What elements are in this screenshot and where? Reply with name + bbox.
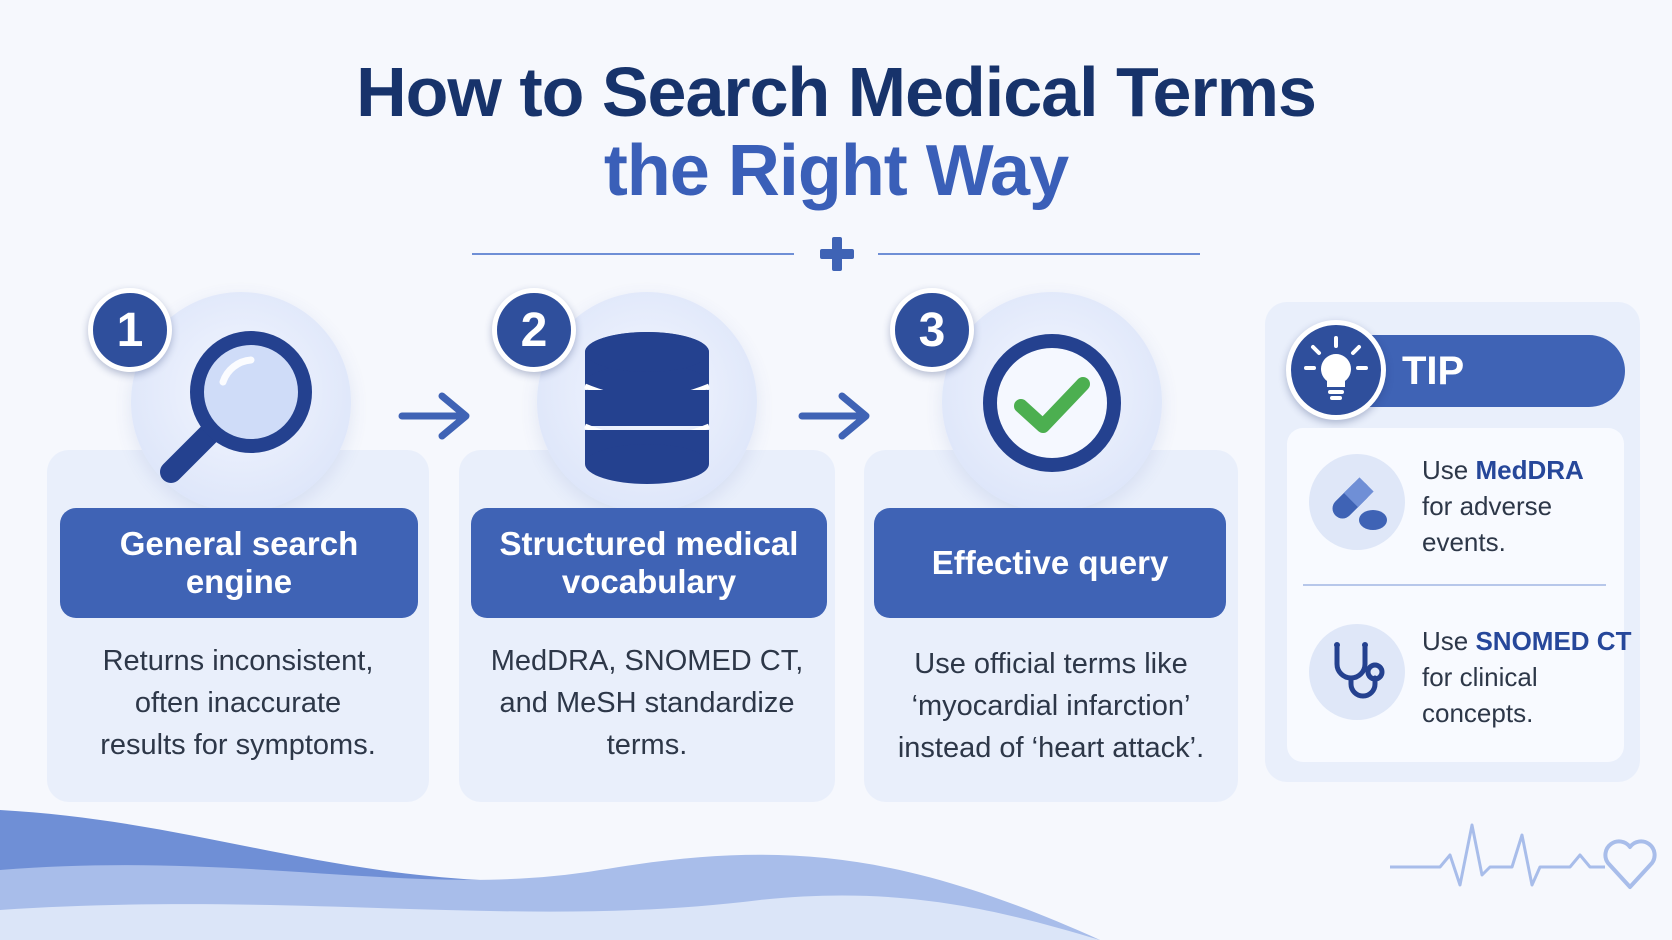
decorative-wave: [0, 810, 1100, 940]
lightbulb-icon: [1304, 336, 1368, 400]
step-2-description: MedDRA, SNOMED CT, and MeSH standardize …: [490, 645, 804, 761]
tip-item-2-term: SNOMED CT: [1475, 626, 1632, 656]
step-1-description: Returns inconsistent, often inaccurate r…: [100, 645, 376, 761]
step-3-heading-line1: Effective query: [931, 544, 1169, 581]
tip-item-2-icon-circle: [1309, 624, 1405, 720]
step-3-description: Use official terms like ‘myocardial infa…: [897, 648, 1205, 764]
divider-left: [472, 253, 794, 255]
pill-icon: [1332, 477, 1387, 530]
tip-item-1-text: Use MedDRA for adverse events.: [1422, 455, 1584, 557]
arrow-right-icon: [398, 392, 470, 440]
plus-icon: [820, 237, 854, 271]
database-icon: [584, 332, 710, 484]
step-3-number-badge: 3: [890, 288, 974, 372]
arrow-right-icon: [798, 392, 870, 440]
page-title: How to Search Medical Terms: [356, 53, 1317, 131]
tip-separator: [1303, 584, 1606, 586]
step-1-heading-line1: General search: [119, 525, 359, 562]
tip-item-1-term: MedDRA: [1475, 455, 1584, 485]
checkmark-icon: [983, 334, 1121, 472]
step-1-heading: General search engine: [60, 508, 418, 618]
heartbeat-icon: [1390, 823, 1657, 889]
divider-right: [878, 253, 1200, 255]
magnifier-icon: [160, 331, 312, 483]
step-2-heading-line2: vocabulary: [561, 563, 737, 600]
step-1-number-badge: 1: [88, 288, 172, 372]
step-2-number-badge: 2: [492, 288, 576, 372]
page-subtitle: the Right Way: [603, 131, 1069, 211]
tip-item-2-text: Use SNOMED CT for clinical concepts.: [1422, 626, 1632, 728]
stethoscope-icon: [1334, 642, 1385, 699]
step-2-heading: Structured medical vocabulary: [471, 508, 827, 618]
step-3-heading: Effective query: [874, 508, 1226, 618]
step-1-heading-line2: engine: [185, 563, 293, 600]
step-2-heading-line1: Structured medical: [499, 525, 799, 562]
